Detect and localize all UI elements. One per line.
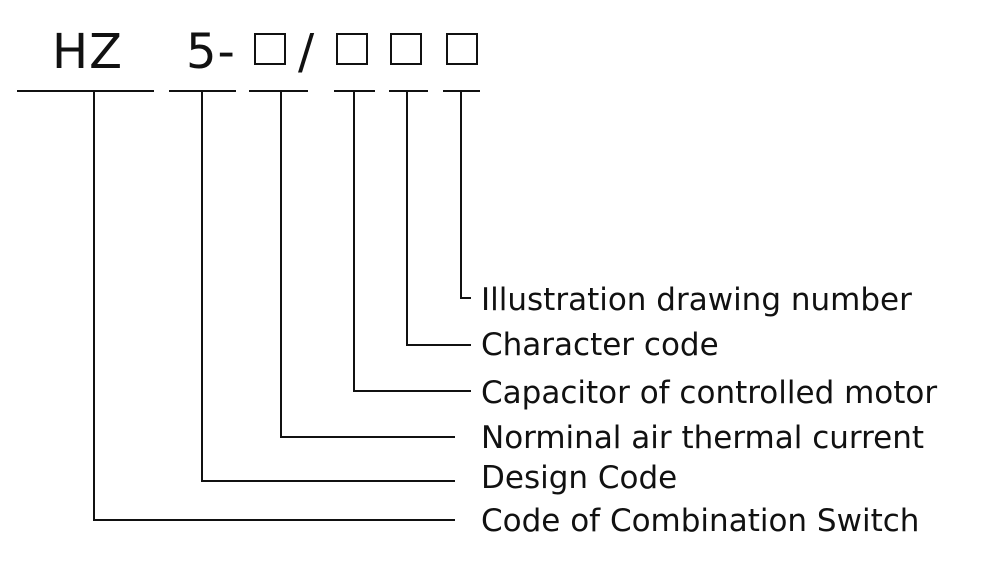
connector-character xyxy=(406,91,471,346)
connector-switch xyxy=(93,91,455,521)
connector-capacitor xyxy=(353,91,471,392)
character-placeholder-box xyxy=(390,33,422,65)
capacitor-placeholder-box xyxy=(336,33,368,65)
connector-illustration xyxy=(460,91,471,299)
connector-design xyxy=(201,91,455,482)
label-nominal-air-thermal-current: Norminal air thermal current xyxy=(481,420,925,456)
label-illustration-drawing-number: Illustration drawing number xyxy=(481,282,912,318)
label-code-of-combination-switch: Code of Combination Switch xyxy=(481,503,920,539)
label-capacitor-of-controlled-motor: Capacitor of controlled motor xyxy=(481,375,938,411)
code-design-number: 5- xyxy=(186,24,236,80)
connector-current xyxy=(280,91,455,438)
illustration-placeholder-box xyxy=(446,33,478,65)
code-slash: / xyxy=(298,24,316,80)
code-prefix: HZ xyxy=(52,24,123,80)
label-design-code: Design Code xyxy=(481,460,678,496)
label-character-code: Character code xyxy=(481,327,719,363)
current-placeholder-box xyxy=(254,33,286,65)
